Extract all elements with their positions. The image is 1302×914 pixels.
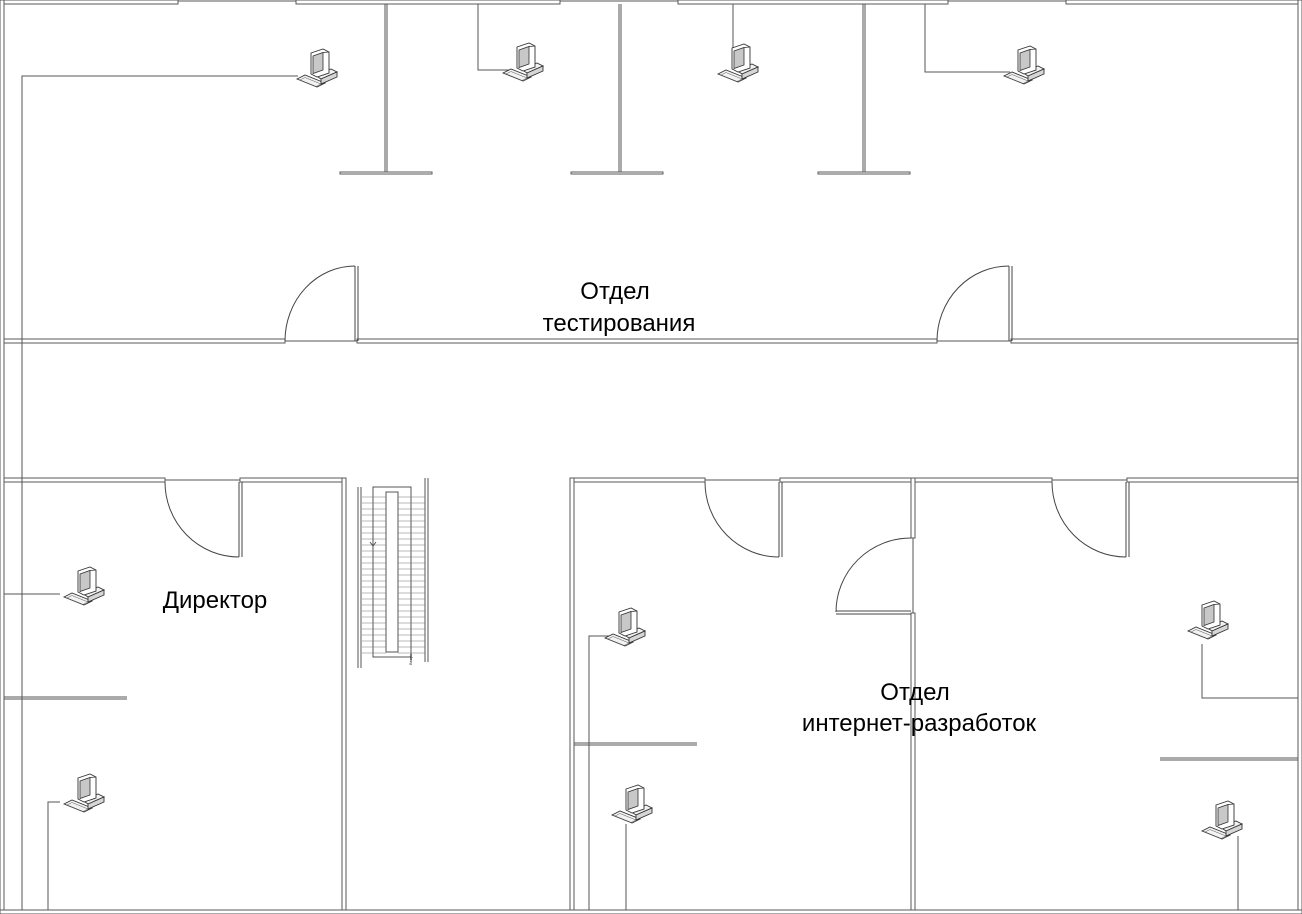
computer-workstation-icon xyxy=(716,43,760,83)
room-label-testing-line2: тестирования xyxy=(543,310,696,337)
computer-workstation-icon xyxy=(62,773,106,813)
door-swing-icon xyxy=(704,481,783,558)
room-label-web-dev-line1: Отдел xyxy=(880,679,949,706)
room-label-director: Директор xyxy=(163,587,268,614)
interior-walls xyxy=(3,4,1299,911)
computer-workstation-icon xyxy=(295,48,339,88)
computer-workstation-icon xyxy=(610,784,654,824)
door-swing-icon xyxy=(284,265,359,342)
door-swing-icon xyxy=(835,537,912,615)
computer-workstation-icon xyxy=(62,566,106,606)
staircase-icon: Вверх xyxy=(357,478,429,668)
door-swing-icon xyxy=(1051,481,1130,558)
workstations xyxy=(62,42,1244,840)
computer-workstation-icon xyxy=(603,607,647,647)
door-swing-icon xyxy=(164,481,243,558)
room-label-web-dev-line2: интернет-разработок xyxy=(802,710,1037,737)
computer-workstation-icon xyxy=(1186,600,1230,640)
computer-workstation-icon xyxy=(1002,45,1046,85)
stairs-label: Вверх xyxy=(408,654,413,665)
door-swing-icon xyxy=(936,265,1013,342)
network-cables xyxy=(4,4,1298,910)
room-label-testing-line1: Отдел xyxy=(580,278,649,305)
doors xyxy=(164,265,1130,615)
computer-workstation-icon xyxy=(1200,800,1244,840)
computer-workstation-icon xyxy=(501,42,545,82)
